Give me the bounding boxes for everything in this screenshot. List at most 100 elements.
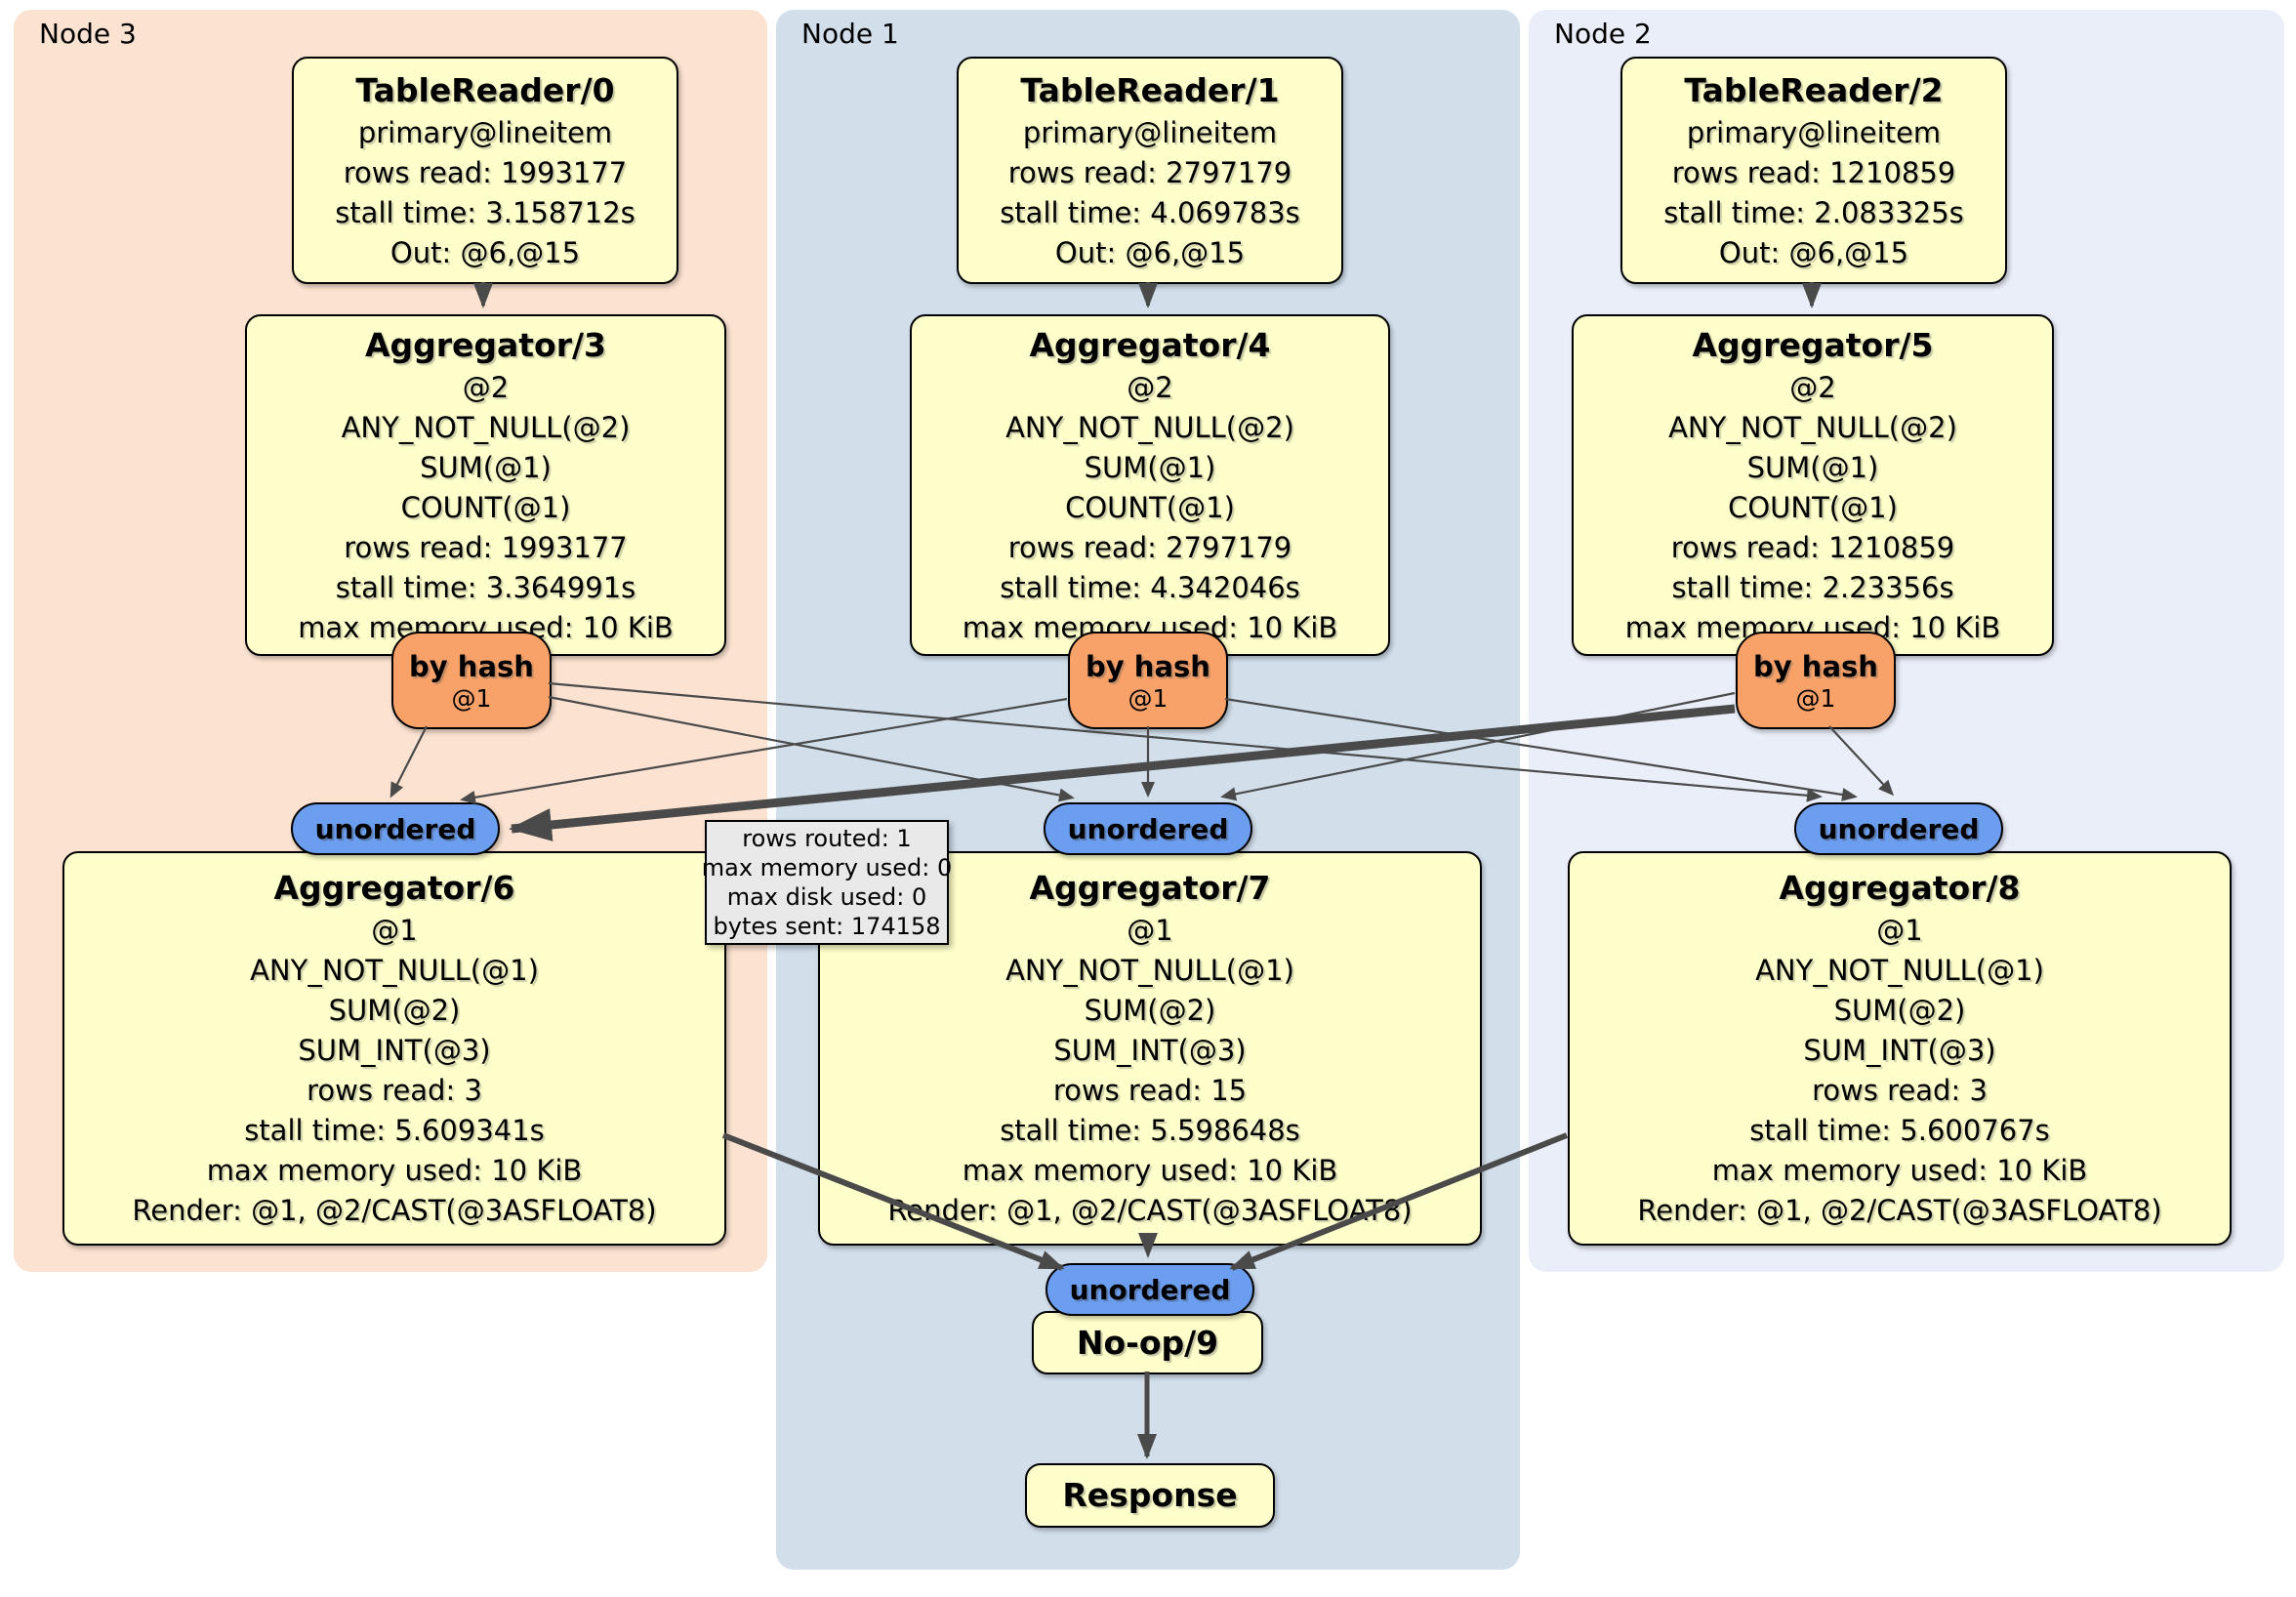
edge-r1-to-u2[interactable] — [1224, 697, 1858, 801]
processor-stat-line: primary@lineitem — [1686, 115, 1942, 149]
edge-agg8-to-uf[interactable] — [1229, 1132, 1569, 1271]
processor-stat-line: SUM(@2) — [328, 994, 461, 1027]
node-label: Node 1 — [801, 18, 899, 50]
processor-stat-line: max memory used: 10 KiB — [1711, 1154, 2088, 1187]
processor-title: Response — [1062, 1476, 1238, 1514]
processor-stat-line: @1 — [1876, 914, 1923, 947]
processor-stat-line: rows read: 3 — [1812, 1074, 1988, 1107]
edge-r1-to-u3[interactable] — [460, 697, 1068, 804]
processor-stat-line: @2 — [462, 370, 510, 404]
processor-stat-line: stall time: 3.364991s — [335, 570, 636, 604]
processor-stat-line: ANY_NOT_NULL(@2) — [1005, 410, 1294, 444]
router-by-hash-r1[interactable]: by hash@1 — [1068, 632, 1228, 729]
processor-title: Aggregator/7 — [1029, 869, 1271, 907]
edge-agg6-to-uf[interactable] — [721, 1132, 1065, 1271]
router-stream-key: @1 — [1795, 683, 1836, 713]
processor-stat-line: stall time: 4.069783s — [1000, 195, 1300, 229]
edge-r2-to-u3-highlighted[interactable] — [509, 704, 1736, 841]
tooltip-line: rows routed: 1 — [742, 825, 912, 852]
edge-r2-to-u1[interactable] — [1220, 691, 1736, 801]
processor-tablereader-0[interactable]: TableReader/0 primary@lineitem rows read: … — [292, 57, 678, 284]
processor-stat-line: stall time: 2.23356s — [1671, 570, 1954, 604]
processor-title: Aggregator/8 — [1779, 869, 2021, 907]
tooltip-line: max memory used: 0 — [701, 854, 953, 881]
processor-stat-line: stall time: 3.158712s — [335, 195, 636, 229]
processor-stat-line: primary@lineitem — [357, 115, 613, 149]
edge-r3-to-u2[interactable] — [548, 681, 1823, 802]
sync-label: unordered — [314, 812, 476, 845]
sync-unordered-u1[interactable]: unordered — [1044, 802, 1252, 855]
processor-stat-line: rows read: 2797179 — [1007, 155, 1292, 189]
edge-r2-to-u2[interactable] — [1828, 725, 1895, 797]
node-label: Node 3 — [39, 18, 137, 50]
processor-tablereader-2[interactable]: TableReader/2 primary@lineitem rows read: … — [1620, 57, 2007, 284]
processor-stat-line: stall time: 5.598648s — [1000, 1114, 1300, 1147]
sync-label: unordered — [1069, 1273, 1231, 1306]
processor-stat-line: ANY_NOT_NULL(@2) — [1668, 410, 1957, 444]
processor-title: No-op/9 — [1076, 1323, 1219, 1362]
processor-stat-line: primary@lineitem — [1022, 115, 1278, 149]
processor-stat-line: stall time: 5.609341s — [244, 1114, 545, 1147]
processor-title: Aggregator/5 — [1692, 325, 1934, 364]
processor-stat-line: @2 — [1789, 370, 1836, 404]
processor-stat-line: COUNT(@1) — [400, 490, 571, 524]
processor-stat-line: stall time: 2.083325s — [1663, 195, 1964, 229]
processor-stat-line: rows read: 1210859 — [1670, 530, 1955, 564]
processor-stat-line: rows read: 1210859 — [1671, 155, 1956, 189]
processor-stat-line: COUNT(@1) — [1065, 490, 1235, 524]
processor-stat-line: max memory used: 10 KiB — [206, 1154, 583, 1187]
router-label: by hash — [1086, 649, 1210, 683]
router-stream-key: @1 — [451, 683, 492, 713]
processor-stat-line: SUM_INT(@3) — [1803, 1034, 1996, 1067]
processor-title: TableReader/0 — [355, 70, 615, 109]
processor-stat-line: Render: @1, @2/CAST(@3ASFLOAT8) — [887, 1194, 1413, 1227]
sync-unordered-u3[interactable]: unordered — [291, 802, 500, 855]
tooltip-line: max disk used: 0 — [726, 883, 927, 911]
processor-stat-line: SUM(@2) — [1833, 994, 1966, 1027]
processor-stat-line: ANY_NOT_NULL(@2) — [341, 410, 631, 444]
processor-title: Aggregator/4 — [1029, 325, 1271, 364]
router-label: by hash — [409, 649, 534, 683]
processor-stat-line: Out: @6,@15 — [1054, 235, 1246, 269]
sync-label: unordered — [1067, 812, 1229, 845]
processor-stat-line: rows read: 3 — [307, 1074, 482, 1107]
processor-stat-line: @1 — [1127, 914, 1173, 947]
processor-stat-line: @2 — [1127, 370, 1173, 404]
processor-stat-line: ANY_NOT_NULL(@1) — [250, 954, 539, 987]
sync-unordered-uf[interactable]: unordered — [1046, 1263, 1254, 1316]
tooltip-line: bytes sent: 174158 — [713, 913, 941, 940]
processor-response[interactable]: Response — [1025, 1463, 1275, 1528]
processor-stat-line: SUM_INT(@3) — [298, 1034, 491, 1067]
processor-stat-line: SUM(@1) — [420, 450, 552, 484]
router-label: by hash — [1753, 649, 1878, 683]
processor-stat-line: SUM(@1) — [1084, 450, 1216, 484]
processor-stat-line: rows read: 1993177 — [344, 530, 628, 564]
processor-stat-line: rows read: 1993177 — [343, 155, 628, 189]
router-by-hash-r3[interactable]: by hash@1 — [391, 632, 552, 729]
processor-stat-line: ANY_NOT_NULL(@1) — [1005, 954, 1294, 987]
processor-stat-line: SUM_INT(@3) — [1053, 1034, 1247, 1067]
processor-stat-line: SUM(@1) — [1746, 450, 1879, 484]
processor-title: TableReader/2 — [1684, 70, 1944, 109]
processor-stat-line: Render: @1, @2/CAST(@3ASFLOAT8) — [132, 1194, 657, 1227]
processor-stat-line: Out: @6,@15 — [1718, 235, 1909, 269]
processor-stat-line: max memory used: 10 KiB — [962, 1154, 1338, 1187]
processor-title: Aggregator/3 — [364, 325, 607, 364]
router-stream-key: @1 — [1128, 683, 1168, 713]
processor-stat-line: @1 — [371, 914, 418, 947]
processor-no-op-9[interactable]: No-op/9 — [1032, 1311, 1263, 1374]
processor-stat-line: SUM(@2) — [1084, 994, 1216, 1027]
sync-unordered-u2[interactable]: unordered — [1794, 802, 2003, 855]
router-by-hash-r2[interactable]: by hash@1 — [1736, 632, 1896, 729]
processor-stat-line: stall time: 5.600767s — [1749, 1114, 2050, 1147]
sync-label: unordered — [1818, 812, 1980, 845]
edge-r3-to-u3[interactable] — [390, 725, 428, 798]
